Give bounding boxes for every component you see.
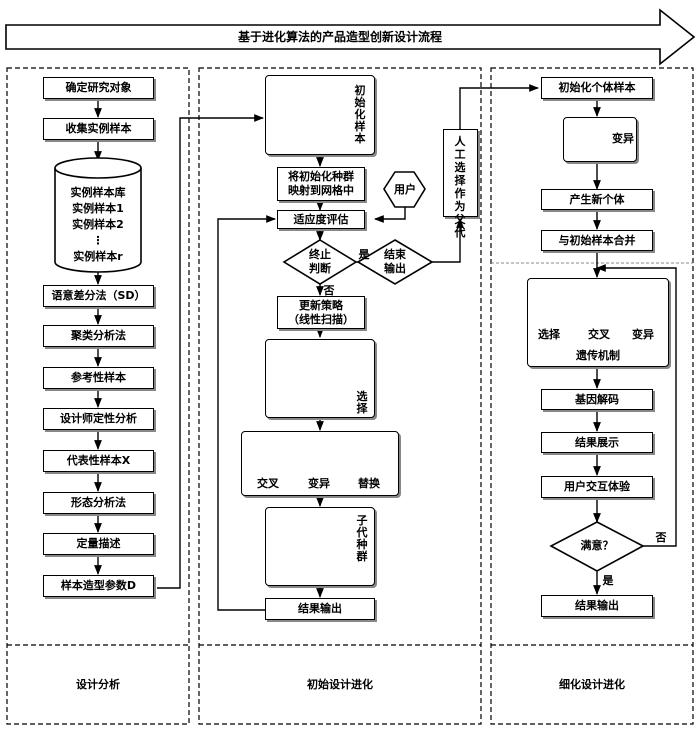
step-designer-analysis: 设计师定性分析 [43,408,154,430]
select-panel [265,339,375,418]
col2-result-box: 结果输出 [265,598,375,620]
op-replace: 替换 [358,477,380,490]
init-sample-panel [265,75,375,155]
op-mutation: 变异 [308,477,330,490]
ga-op-select: 选择 [538,328,560,341]
step-cluster: 聚类分析法 [43,325,154,347]
satisfied-label: 满意？ [580,539,614,552]
step-semantic-diff: 语意差分法（SD） [43,285,154,307]
op-crossover: 交叉 [257,477,279,490]
fitness-box: 适应度评估 [277,210,365,229]
col3-yes-label: 是 [602,574,614,587]
step-morphology: 形态分析法 [43,492,154,514]
end-output-label: 结束 输出 [384,248,406,275]
strategy-box: 更新策略 （线性扫描） [277,296,365,329]
stop-label: 终止 判断 [309,248,331,275]
step-representative: 代表性样本X [43,450,154,472]
col1-frame [6,67,190,725]
ops-panel [241,431,399,496]
map-grid-box: 将初始化种群 映射到网格中 [277,167,365,201]
mutation-label: 变异 [612,132,634,145]
col1-footer: 设计分析 [76,678,120,691]
mutation-panel [563,117,637,162]
col3-no-label: 否 [655,531,667,544]
col3-result-box: 结果输出 [541,595,653,617]
step-reference-sample: 参考性样本 [43,367,154,389]
init-indiv-box: 初始化个体样本 [541,77,653,99]
ga-op-mutation: 变异 [632,328,654,341]
no-label: 否 [323,284,335,297]
end-output-diamond [356,239,434,285]
init-sample-label: 初始化样本 [354,84,366,145]
step-quant-desc: 定量描述 [43,533,154,555]
select-label: 选择 [356,390,368,415]
page-title: 基于进化算法的产品造型创新设计流程 [237,30,442,44]
col2-footer: 初始设计进化 [307,678,373,691]
yes-label: 是 [358,248,370,261]
offspring-panel [265,507,375,586]
step-collect-samples: 收集实例样本 [43,118,154,140]
title-arrow [5,8,696,66]
col3-footer: 细化设计进化 [559,678,625,691]
user-label: 用户 [394,183,416,196]
new-indiv-box: 产生新个体 [541,189,653,210]
ga-op-crossover: 交叉 [588,328,610,341]
step-research-object: 确定研究对象 [43,77,154,99]
ga-label: 遗传机制 [576,349,620,362]
offspring-label: 子代种群 [356,514,368,563]
user-hexagon [383,171,426,208]
ux-box: 用户交互体验 [541,476,653,498]
merge-box: 与初始样本合并 [541,230,653,251]
col3-frame [490,67,694,725]
manual-select-box [443,129,478,217]
satisfied-diamond [549,521,645,572]
step-shape-params: 样本造型参数D [43,575,154,597]
database-cylinder [54,157,142,273]
manual-select-label: 人工选择作为父代 [454,135,466,239]
ga-panel [527,278,669,367]
show-box: 结果展示 [541,432,653,453]
col2-frame [198,67,482,725]
decode-box: 基因解码 [541,389,653,410]
stop-diamond [282,239,358,285]
